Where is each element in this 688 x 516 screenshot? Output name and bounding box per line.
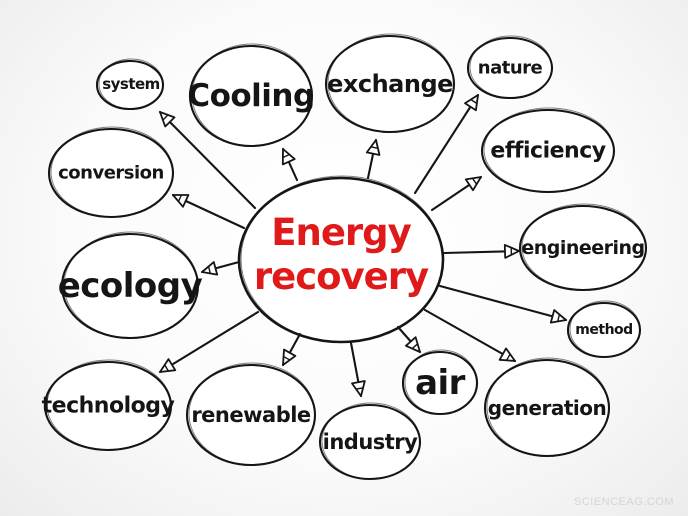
arrowhead-technology	[159, 358, 177, 373]
arrow-generation	[423, 308, 517, 363]
arrow-method	[438, 284, 568, 322]
arrowhead-ecology-hatch	[208, 266, 211, 274]
watermark: SCIENCEAG.COM	[573, 496, 674, 508]
ellipse-center-sketch	[240, 175, 444, 343]
arrowhead-generation-hatch	[506, 354, 511, 361]
arrowhead-air-hatch	[412, 343, 418, 349]
ellipse-industry-sketch	[321, 402, 421, 480]
arrow-nature	[413, 93, 480, 195]
arrowhead-efficiency-hatch	[472, 178, 477, 185]
arrowhead-conversion-hatch	[178, 195, 182, 202]
node-efficiency: efficiency	[490, 138, 606, 164]
arrow-technology	[158, 310, 260, 374]
arrowhead-conversion	[172, 194, 190, 208]
arrowhead-cooling-hatch	[283, 154, 290, 158]
arrowhead-renewable-hatch	[283, 356, 290, 361]
ellipse-exchange-sketch	[327, 33, 455, 133]
ellipse-efficiency-sketch	[483, 107, 615, 193]
arrowhead-nature-hatch	[470, 99, 477, 104]
arrowhead-air	[404, 336, 421, 353]
ellipse-nature-sketch	[469, 35, 553, 99]
arrowhead-renewable	[282, 348, 297, 366]
ellipse-conversion-sketch	[50, 126, 174, 218]
arrowhead-method-hatch	[557, 314, 560, 322]
center-label: Energy recovery	[253, 211, 429, 299]
node-conversion: conversion	[58, 162, 164, 184]
center-label-line-1: Energy	[271, 211, 412, 254]
node-method: method	[575, 322, 633, 338]
ellipse-generation-sketch	[486, 357, 610, 457]
arrowhead-efficiency	[464, 176, 482, 192]
node-nature: nature	[477, 57, 543, 79]
node-technology: technology	[41, 393, 175, 419]
arrowhead-system-hatch	[162, 114, 168, 121]
node-generation: generation	[487, 396, 607, 420]
ellipse-engineering-sketch	[521, 203, 647, 291]
arrowhead-system	[159, 111, 176, 128]
ellipse-air-sketch	[404, 349, 478, 415]
arrowhead-technology-hatch	[164, 365, 169, 371]
arrowhead-industry-hatch	[356, 387, 363, 390]
node-system: system	[102, 75, 160, 93]
node-industry: industry	[322, 430, 418, 454]
ellipse-system-sketch	[98, 58, 164, 110]
ellipse-method-sketch	[569, 300, 641, 358]
arrowhead-nature	[464, 94, 479, 112]
node-renewable: renewable	[191, 403, 311, 427]
node-exchange: exchange	[327, 70, 453, 98]
node-ecology: ecology	[57, 266, 203, 306]
node-engineering: engineering	[521, 237, 645, 259]
ellipse-cooling-sketch	[191, 43, 313, 147]
arrowhead-exchange-hatch	[371, 146, 378, 149]
arrowhead-cooling	[281, 148, 296, 166]
center-label-line-2: recovery	[253, 255, 429, 298]
arrow-system	[158, 110, 257, 210]
node-cooling: Cooling	[187, 78, 315, 114]
node-air: air	[415, 363, 465, 403]
ellipse-ecology-sketch	[63, 231, 199, 339]
ellipse-renewable-sketch	[188, 362, 316, 466]
arrowhead-generation	[498, 347, 516, 362]
ellipse-technology-sketch	[46, 359, 172, 451]
